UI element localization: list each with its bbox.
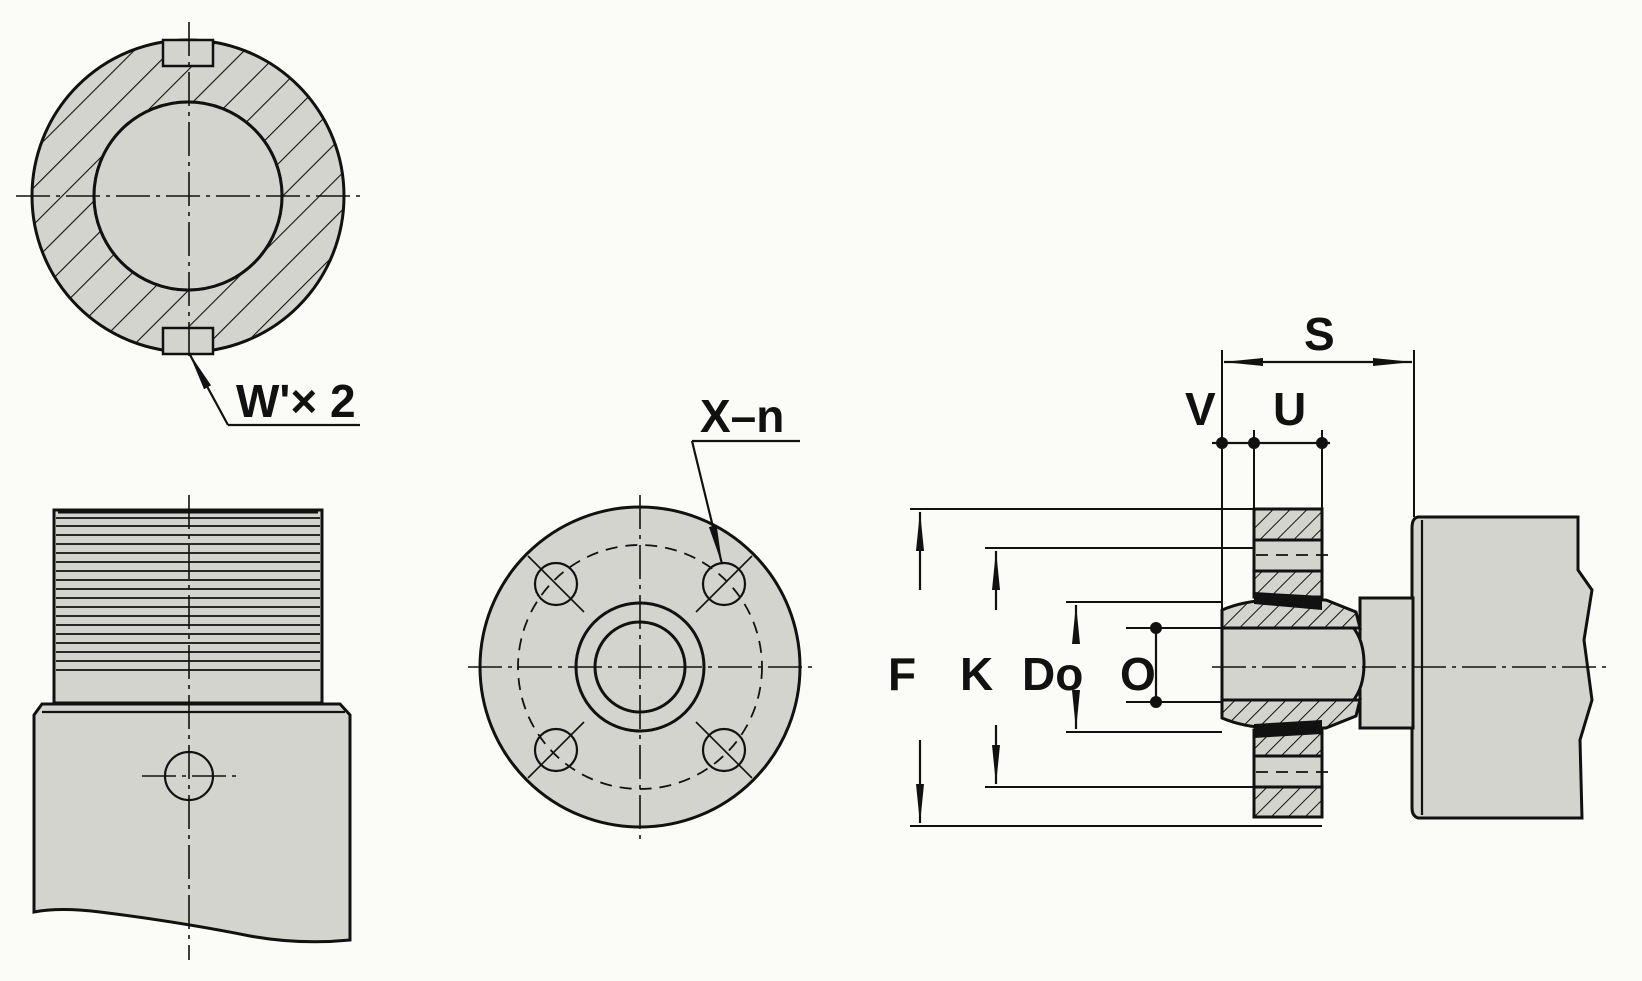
bolt-hole (527, 555, 585, 613)
dim-label-K: K (960, 648, 993, 700)
dimension-lines (916, 358, 1413, 824)
dim-label-Do: Do (1022, 648, 1083, 700)
dim-label-S: S (1304, 308, 1335, 360)
dim-label-U: U (1273, 383, 1306, 435)
bolt-hole-leader (690, 440, 724, 565)
dim-label-V: V (1185, 383, 1216, 435)
section-view: W'× 2 (16, 22, 362, 427)
bolt-hole (695, 721, 753, 779)
dim-label-F: F (888, 648, 916, 700)
keyway-leader (188, 352, 229, 426)
bottom-keyway (161, 326, 215, 356)
extension-lines (910, 350, 1415, 827)
threaded-shaft-view (32, 495, 352, 960)
bolt-hole-label: X–n (700, 390, 784, 442)
hub-dark-bottom (1254, 720, 1322, 738)
bolt-hole (695, 555, 753, 613)
flange-face-view: X–n (468, 390, 815, 845)
keyway-label: W'× 2 (236, 375, 356, 427)
hub-dark-top (1254, 592, 1322, 610)
bolt-holes (527, 555, 753, 779)
coupling-section-view: S V U F K Do O (888, 308, 1610, 827)
flange-lower-bot (1252, 785, 1324, 819)
shaft-stub (1358, 596, 1415, 730)
shaft-body (32, 702, 352, 944)
flange-upper-top (1252, 507, 1324, 542)
top-keyway (161, 38, 215, 68)
bolt-hole (527, 721, 585, 779)
dim-label-O: O (1120, 648, 1156, 700)
thread-lines (56, 517, 320, 671)
hub-shaft (1220, 624, 1366, 704)
